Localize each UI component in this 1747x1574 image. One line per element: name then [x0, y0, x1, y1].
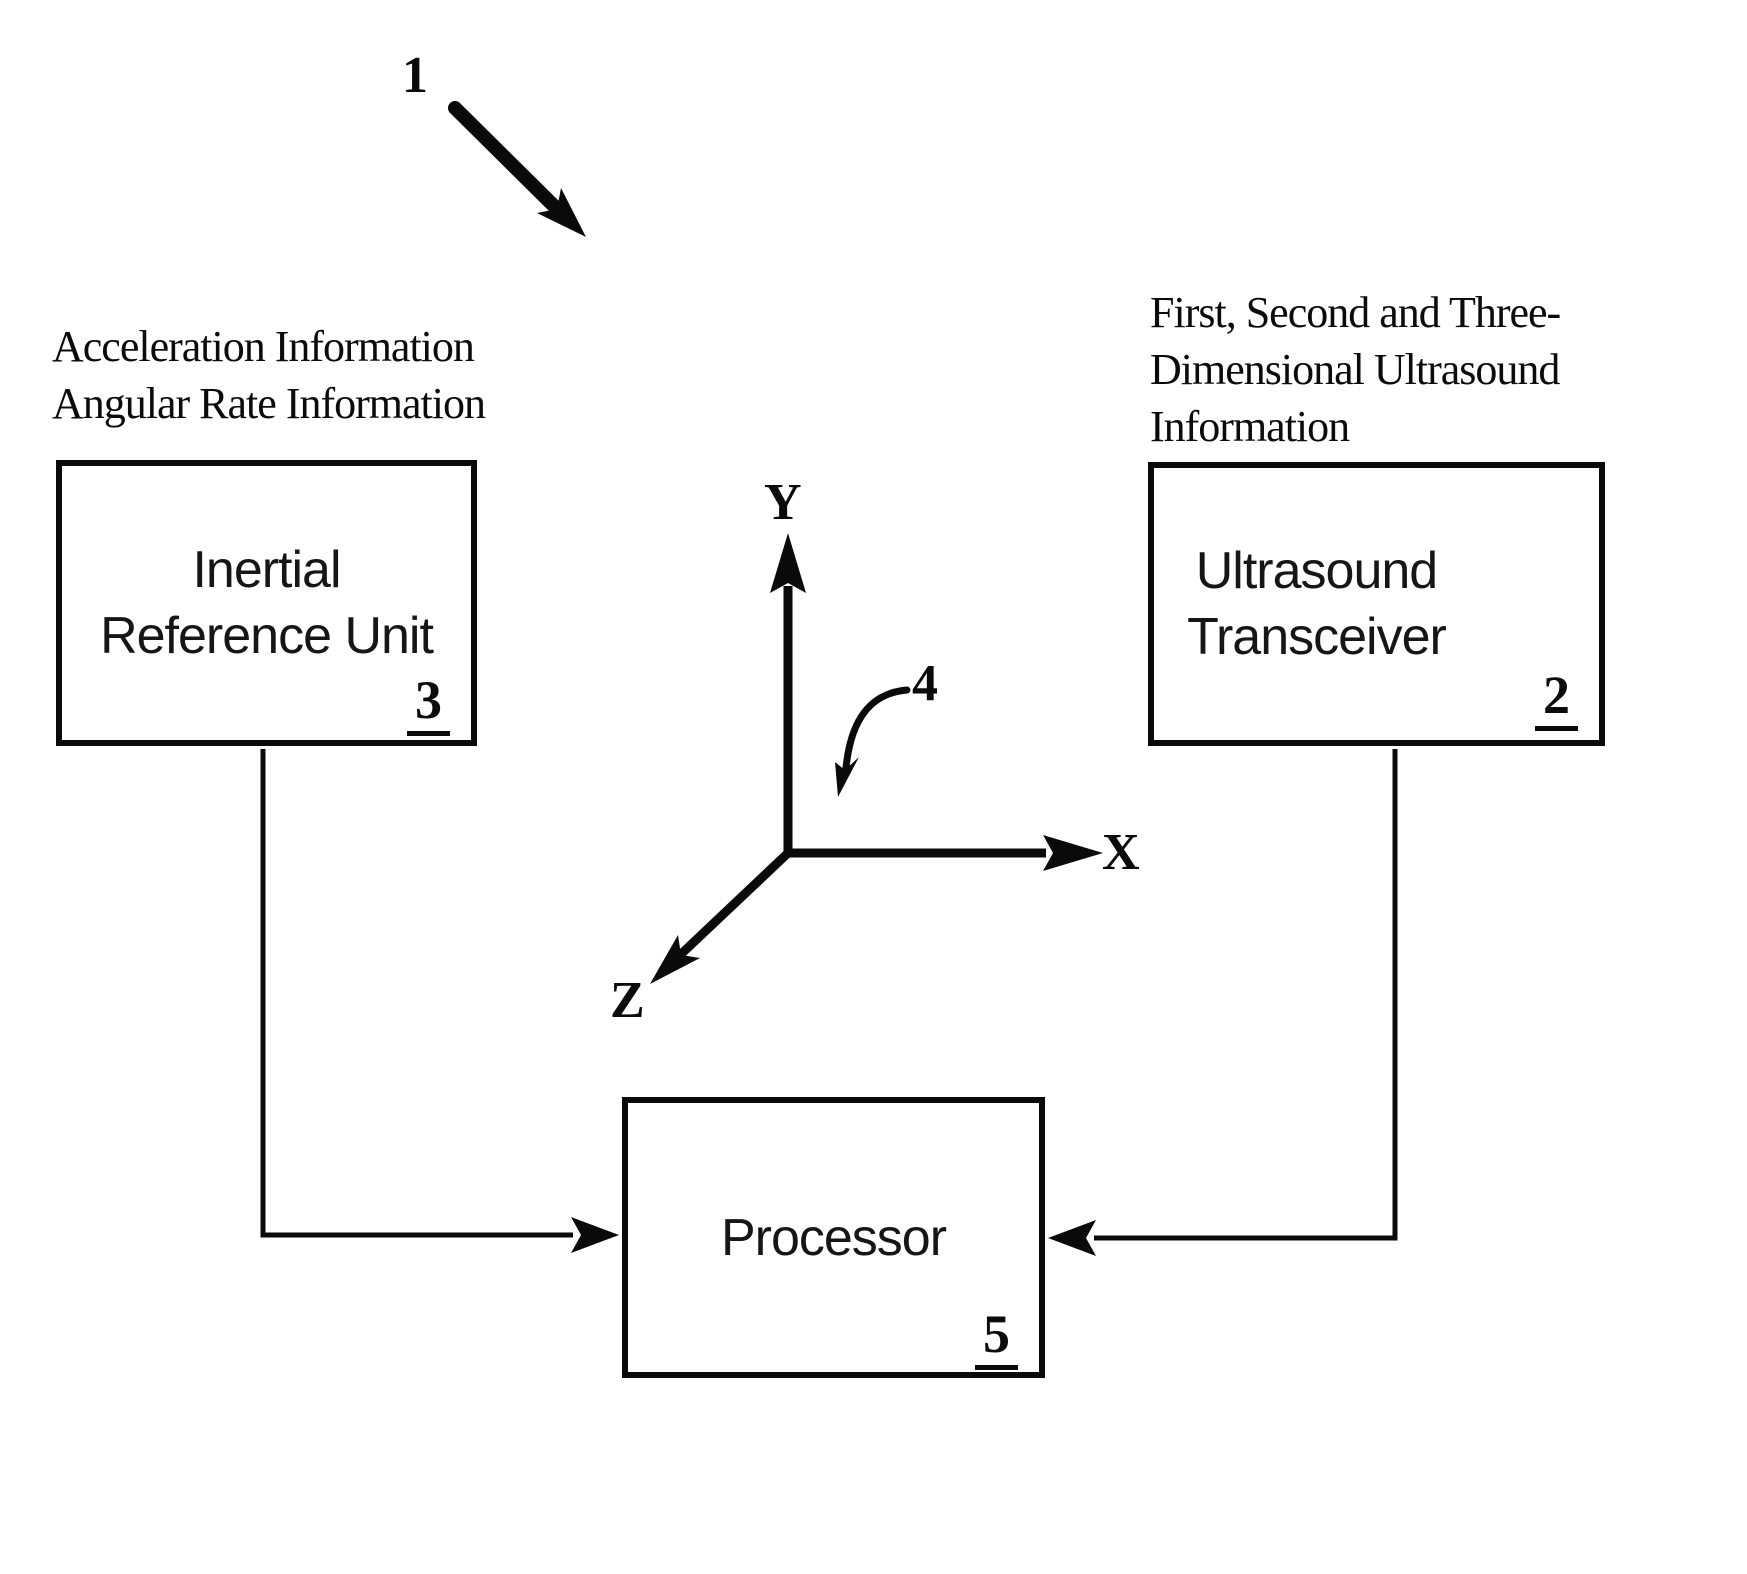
- inertial-label-line-2: Reference Unit: [100, 607, 434, 665]
- ultrasound-transceiver-label: Ultrasound Transceiver: [1187, 538, 1447, 670]
- right-annotation-line-3: Information: [1150, 402, 1350, 451]
- axes-callout-number: 4: [912, 655, 938, 712]
- z-axis-label: Z: [610, 972, 645, 1029]
- axes-callout-leader-arrow: [835, 686, 911, 797]
- inertial-to-processor-connector: [260, 749, 619, 1253]
- right-annotation-line-1: First, Second and Three-: [1150, 288, 1561, 337]
- left-annotation-line-1: Acceleration Information: [52, 322, 475, 371]
- left-annotation-line-2: Angular Rate Information: [52, 379, 486, 428]
- system-callout-number: 1: [402, 47, 428, 104]
- processor-reference-number: 5: [975, 1307, 1018, 1370]
- left-annotation: Acceleration Information Angular Rate In…: [52, 318, 486, 432]
- z-axis-arrow: [650, 849, 792, 984]
- ultrasound-to-processor-connector: [1048, 749, 1398, 1256]
- ultrasound-transceiver-box: Ultrasound Transceiver 2: [1148, 462, 1605, 746]
- system-lead-arrow-icon: [448, 101, 586, 237]
- inertial-reference-unit-box: Inertial Reference Unit 3: [56, 460, 477, 746]
- y-axis-arrow: [770, 533, 806, 853]
- right-annotation-line-2: Dimensional Ultrasound: [1150, 345, 1560, 394]
- ultrasound-reference-number: 2: [1535, 668, 1578, 731]
- processor-label: Processor: [720, 1208, 947, 1267]
- inertial-reference-unit-label: Inertial Reference Unit: [100, 537, 434, 669]
- ultrasound-label-line-1: Ultrasound: [1195, 542, 1438, 600]
- ultrasound-label-line-2: Transceiver: [1187, 608, 1447, 666]
- y-axis-label: Y: [764, 474, 802, 531]
- inertial-label-line-1: Inertial: [192, 541, 341, 599]
- inertial-reference-number: 3: [407, 673, 450, 736]
- x-axis-label: X: [1102, 824, 1140, 881]
- x-axis-arrow: [788, 835, 1103, 871]
- processor-box: Processor 5: [622, 1097, 1045, 1378]
- right-annotation: First, Second and Three- Dimensional Ult…: [1150, 284, 1561, 455]
